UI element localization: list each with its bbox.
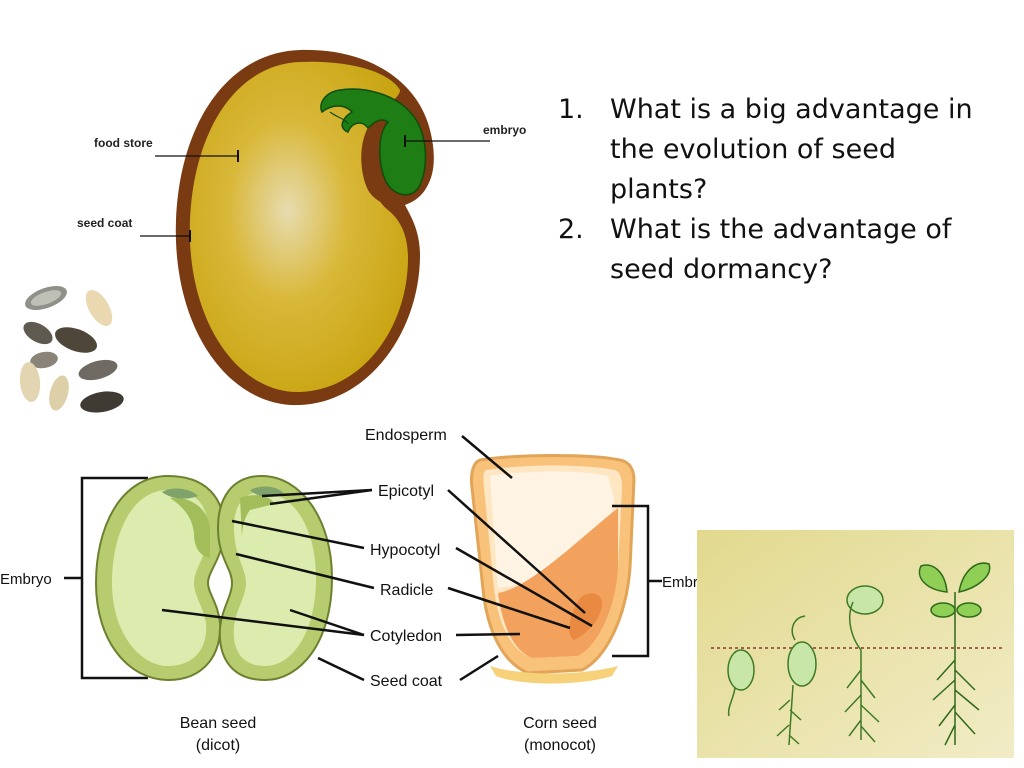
hypocotyl-label: Hypocotyl <box>370 542 440 559</box>
bean-seed <box>94 474 334 682</box>
question-item: 2. What is the advantage of seed dormanc… <box>558 210 998 290</box>
question-number: 1. <box>558 94 584 125</box>
embryo-shape <box>320 88 427 196</box>
germination-stage-2 <box>776 615 817 746</box>
food-store-shape <box>189 61 408 393</box>
seed-coat-label-2: Seed coat <box>370 673 443 690</box>
question-text: What is the advantage of seed dormancy? <box>610 214 952 285</box>
germination-stage-4 <box>918 562 991 746</box>
germination-stage-3 <box>844 585 884 743</box>
seed-cross-section-diagram: food store seed coat embryo <box>77 49 526 406</box>
embryo-label-right: Embryo <box>662 574 700 591</box>
radicle-label: Radicle <box>380 582 433 599</box>
question-list: 1. What is a big advantage in the evolut… <box>558 90 998 290</box>
epicotyl-label: Epicotyl <box>378 483 434 500</box>
question-text: What is a big advantage in the evolution… <box>610 94 973 205</box>
germination-background <box>697 530 1014 758</box>
embryo-leaf-detail <box>329 111 349 125</box>
corn-caption-line1: Corn seed <box>523 715 597 732</box>
question-number: 2. <box>558 214 584 245</box>
leader-lines <box>161 435 593 682</box>
corn-caption-line2: (monocot) <box>524 737 596 754</box>
embryo-label: embryo <box>483 123 526 137</box>
food-store-label: food store <box>94 136 153 150</box>
cotyledon-label: Cotyledon <box>370 628 442 645</box>
bean-caption-line2: (dicot) <box>196 737 240 754</box>
question-item: 1. What is a big advantage in the evolut… <box>558 90 998 210</box>
seed-pile <box>19 285 124 413</box>
bean-corn-diagram: Embryo Embryo Endosperm Epicotyl <box>0 427 700 754</box>
embryo-label-left: Embryo <box>0 571 52 588</box>
seed-coat-label: seed coat <box>77 216 132 230</box>
germination-illustration <box>697 530 1014 758</box>
endosperm-label: Endosperm <box>365 427 447 444</box>
germination-stage-1 <box>727 649 755 717</box>
bean-caption-line1: Bean seed <box>180 715 257 732</box>
seeds-photo <box>19 285 124 413</box>
